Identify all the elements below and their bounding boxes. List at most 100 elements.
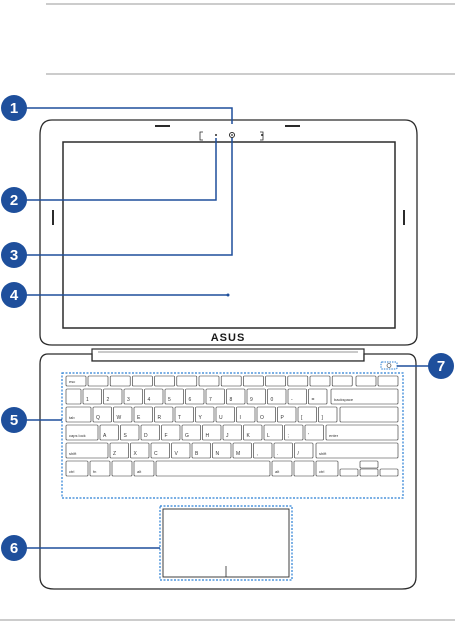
key-q-1[interactable]: W: [114, 407, 133, 422]
key-a-2[interactable]: D: [141, 425, 160, 440]
key-digit-9[interactable]: 0: [268, 389, 287, 404]
key-q-6[interactable]: U: [216, 407, 235, 422]
key-z-0[interactable]: Z: [110, 443, 129, 458]
key-digit-11[interactable]: =: [309, 389, 328, 404]
key-backtick[interactable]: [66, 389, 81, 404]
key-fn[interactable]: fn: [90, 461, 110, 476]
key-arrow-right[interactable]: [380, 469, 398, 476]
key-digit-0[interactable]: 1: [83, 389, 102, 404]
key-f7[interactable]: [221, 376, 241, 386]
key-q-4[interactable]: T: [175, 407, 194, 422]
key-f9[interactable]: [266, 376, 286, 386]
power-button[interactable]: [381, 362, 397, 369]
key-z-2[interactable]: C: [151, 443, 170, 458]
key-q-5[interactable]: Y: [196, 407, 215, 422]
key-digit-3-label: 4: [148, 397, 151, 403]
key-digit-5[interactable]: 6: [186, 389, 205, 404]
key-a-9[interactable]: ;: [285, 425, 304, 440]
key-q-7[interactable]: I: [237, 407, 256, 422]
key-ctrl-left[interactable]: ctrl: [66, 461, 88, 476]
key-q-8-label: O: [260, 415, 264, 421]
key-a-4[interactable]: G: [182, 425, 201, 440]
key-q-0-label: Q: [96, 415, 100, 421]
key-a-0[interactable]: A: [100, 425, 119, 440]
microphone-right: [261, 134, 263, 136]
key-f6[interactable]: [199, 376, 219, 386]
key-f3[interactable]: [132, 376, 152, 386]
key-pause[interactable]: [356, 376, 376, 386]
key-q-2[interactable]: E: [134, 407, 153, 422]
key-windows[interactable]: [112, 461, 132, 476]
key-ctrl-right-label: ctrl: [319, 469, 324, 474]
key-digit-7[interactable]: 8: [227, 389, 246, 404]
key-digit-3[interactable]: 4: [145, 389, 164, 404]
key-f8[interactable]: [243, 376, 263, 386]
key-backspace[interactable]: backspace: [331, 389, 398, 404]
key-q-3[interactable]: R: [155, 407, 174, 422]
key-a-6[interactable]: J: [223, 425, 242, 440]
key-z-3[interactable]: V: [172, 443, 191, 458]
key-shift-left[interactable]: shift: [66, 443, 108, 458]
key-z-5[interactable]: N: [213, 443, 232, 458]
key-arrow-left[interactable]: [340, 469, 358, 476]
key-z-4[interactable]: B: [192, 443, 211, 458]
key-z-8[interactable]: .: [274, 443, 293, 458]
key-a-1[interactable]: S: [121, 425, 140, 440]
key-q-8[interactable]: O: [257, 407, 276, 422]
key-arrow-up[interactable]: [360, 461, 378, 468]
key-q-0[interactable]: Q: [93, 407, 112, 422]
callout-4: 4: [1, 282, 27, 308]
key-q-11[interactable]: ]: [319, 407, 338, 422]
key-enter[interactable]: enter: [326, 425, 398, 440]
key-f11[interactable]: [310, 376, 330, 386]
key-z-6[interactable]: M: [233, 443, 252, 458]
key-shift-right[interactable]: shift: [316, 443, 398, 458]
key-a-10[interactable]: ': [305, 425, 324, 440]
key-f10[interactable]: [288, 376, 308, 386]
key-a-7[interactable]: K: [244, 425, 263, 440]
key-space[interactable]: [156, 461, 270, 476]
key-f12[interactable]: [332, 376, 352, 386]
key-q-9[interactable]: P: [278, 407, 297, 422]
key-z-7[interactable]: ,: [254, 443, 273, 458]
key-alt-right[interactable]: alt: [272, 461, 292, 476]
key-q-10[interactable]: [: [298, 407, 317, 422]
key-digit-1-label: 2: [107, 397, 110, 403]
hinge: [92, 349, 364, 361]
key-ctrl-right[interactable]: ctrl: [316, 461, 338, 476]
touchpad[interactable]: [160, 506, 292, 580]
key-esc[interactable]: esc: [66, 376, 86, 386]
key-f4[interactable]: [155, 376, 175, 386]
key-digit-5-label: 6: [189, 397, 192, 403]
key-z-1[interactable]: X: [131, 443, 150, 458]
key-digit-10[interactable]: -: [288, 389, 307, 404]
key-f1[interactable]: [88, 376, 108, 386]
key-digit-0-label: 1: [86, 397, 89, 403]
key-z-9[interactable]: /: [295, 443, 314, 458]
key-menu[interactable]: [294, 461, 314, 476]
key-backslash[interactable]: [340, 407, 398, 422]
key-alt-left[interactable]: alt: [134, 461, 154, 476]
key-a-8-label: L: [267, 433, 270, 439]
key-a-8[interactable]: L: [264, 425, 283, 440]
key-digit-2[interactable]: 3: [124, 389, 143, 404]
key-digit-1[interactable]: 2: [104, 389, 123, 404]
key-digit-4[interactable]: 5: [165, 389, 184, 404]
svg-text:4: 4: [10, 287, 19, 304]
key-f5[interactable]: [177, 376, 197, 386]
key-f2[interactable]: [110, 376, 130, 386]
key-caps-lock[interactable]: caps lock: [66, 425, 98, 440]
key-tab[interactable]: tab: [66, 407, 91, 422]
key-z-8-label: .: [277, 451, 278, 457]
key-arrow-down[interactable]: [360, 469, 378, 476]
key-ctrl-left-label: ctrl: [69, 469, 74, 474]
svg-text:6: 6: [10, 540, 18, 557]
key-a-3[interactable]: F: [162, 425, 181, 440]
key-digit-8[interactable]: 9: [247, 389, 266, 404]
key-a-9-label: ;: [288, 433, 289, 439]
key-a-5[interactable]: H: [203, 425, 222, 440]
key-delete[interactable]: [378, 376, 398, 386]
key-digit-6[interactable]: 7: [206, 389, 225, 404]
svg-text:5: 5: [10, 412, 18, 429]
